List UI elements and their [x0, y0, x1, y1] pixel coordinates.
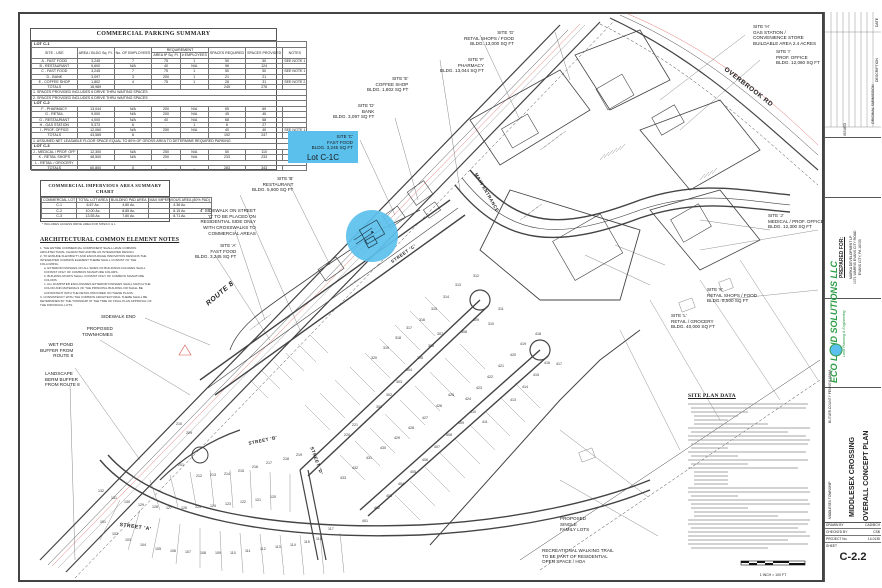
revision-date-header: DATE — [875, 17, 879, 27]
note-item: a. EXTERIOR FINISHES ON ALL SIDES OF BUI… — [44, 266, 146, 275]
note-item: 2. TO ENSURE FLEXIBILITY AND ENCOURAGE I… — [40, 254, 147, 267]
sheet-number: C-2.2 — [839, 551, 867, 563]
col-req-area: AREA ft² Sq. Ft. — [151, 52, 181, 59]
col-spaces-provided: SPACES PROVIDED — [245, 47, 284, 59]
county-label: BUTLER COUNTY PENNSYLVANIA — [828, 369, 832, 424]
col-max-impervious: MAX IMPERVIOUS AREA (80% PAD) — [147, 196, 212, 204]
col-lot: COMMERCIAL LOT — [40, 196, 78, 204]
site-plan-data-notes — [688, 402, 816, 552]
note-item: 3. CONSISTENCY WITH THE COMMON ARCHITECT… — [40, 294, 152, 307]
scale-bar: 1 INCH = 100 FT — [740, 555, 806, 577]
site-c-use: FAST FOOD — [327, 139, 353, 145]
revision-block: ORIGINAL SUBMISSION DESCRIPTION DATE ISS… — [825, 12, 881, 138]
note-item: b. BUILDING ROOFS SHALL CONSIST ONLY OF … — [44, 274, 145, 283]
township-label: MIDDLESEX TOWNSHIP — [828, 481, 832, 519]
sidewalk-street-c-callout: 4' SIDEWALK ON STREET'C' TO BE PLACED ON… — [200, 208, 256, 236]
drawing-title: OVERALL CONCEPT PLAN — [863, 430, 870, 522]
sidewalk-end-callout: SIDEWALK END — [101, 314, 136, 319]
parking-summary-table: COMMERCIAL PARKING SUMMARY LOT C-1 SITE … — [30, 28, 308, 172]
col-spaces-required: SPACES REQUIRED — [207, 47, 247, 59]
site-c-name: SITE 'C' — [336, 134, 353, 139]
title-block: ORIGINAL SUBMISSION DESCRIPTION DATE ISS… — [824, 12, 882, 582]
note-item: 1. THE ENTIRE COMMERCIAL COMPONENT SHALL… — [40, 246, 137, 255]
firm-logo-block: ECO LAND SOLUTIONS LLC Land Planning & E… — [825, 261, 881, 388]
project-name: MIDDLESEX CROSSING — [849, 436, 856, 517]
parking-summary-title: COMMERCIAL PARKING SUMMARY — [31, 29, 276, 42]
site-plan-data-title: SITE PLAN DATA — [688, 393, 736, 399]
notes-text-lines — [688, 403, 810, 549]
col-req-employees: # EMPLOYEES — [179, 52, 209, 59]
site-c-lot-label: Lot C-1C — [306, 152, 339, 162]
impervious-title: COMMERCIAL IMPERVIOUS AREA SUMMARY CHART — [41, 181, 169, 197]
revision-description: ORIGINAL SUBMISSION — [871, 84, 875, 124]
firm-globe-icon — [829, 343, 843, 357]
impervious-footnote: * INCLUDES ACCESS DRIVE AREA FOR SITES K… — [42, 222, 116, 226]
issued-label: ISSUED — [843, 122, 847, 136]
firm-logo: ECO LAND SOLUTIONS LLC — [829, 261, 839, 383]
site-c-highlight-box[interactable]: SITE 'C' FAST FOOD BLDG. 3,245 SQ FT Lot… — [288, 131, 358, 163]
col-notes: NOTES — [282, 47, 308, 59]
footnote: 2. SPACES PROVIDED INCLUDES 6 DRIVE THRU… — [30, 94, 308, 102]
site-c-bldg: BLDG. 3,245 SQ FT — [311, 145, 353, 150]
col-site-use: SITE - USE — [31, 47, 78, 59]
revision-header: DESCRIPTION — [875, 58, 879, 82]
arch-notes-title: ARCHITECTURAL COMMON ELEMENT NOTES — [40, 237, 180, 243]
col-employees: No. OF EMPLOYEES — [113, 47, 153, 59]
scale-bar-graphic — [740, 560, 806, 566]
impervious-area-table: COMMERCIAL IMPERVIOUS AREA SUMMARY CHART… — [40, 180, 212, 222]
prepared-for-label: PREPARED FOR: — [839, 236, 845, 278]
site-c-highlight-circle[interactable] — [346, 210, 398, 262]
sheet-label: SHEET — [826, 544, 837, 548]
note-item: c. ALL DUMPSTER ENCLOSURES EXTERIOR FINI… — [44, 282, 151, 295]
arch-notes-list: 1. THE ENTIRE COMMERCIAL COMPONENT SHALL… — [40, 246, 152, 307]
col-pad-area: BUILDING PAD AREA — [108, 196, 149, 204]
project-title-block: BUTLER COUNTY PENNSYLVANIA MIDDLESEX CRO… — [825, 370, 881, 523]
col-total-area: TOTAL LOT AREA — [76, 196, 110, 204]
scale-label: 1 INCH = 100 FT — [759, 573, 787, 577]
col-area: AREA / BLDG Sq. Ft. — [76, 47, 115, 59]
site-c-building-icon — [353, 219, 386, 249]
